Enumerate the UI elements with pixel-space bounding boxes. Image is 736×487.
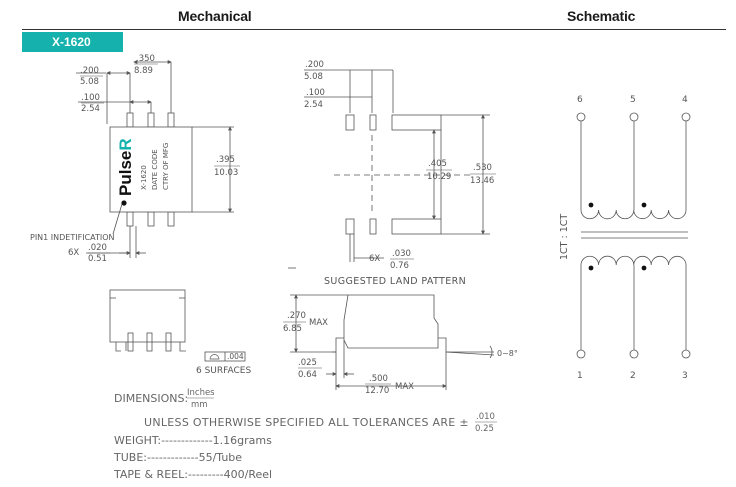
polarity-dot-lower-2 <box>641 265 647 271</box>
pin1-dot <box>121 200 127 206</box>
fv-max-1: MAX <box>309 318 328 328</box>
body-date-code: DATE CODE <box>151 149 159 190</box>
dimensions-label: DIMENSIONS: <box>114 392 188 405</box>
unit-inches: Inches <box>187 388 215 398</box>
fv-dim-685-mm: 6.85 <box>283 324 302 334</box>
pin-3-label: 3 <box>682 371 688 381</box>
fv-dim-064-mm: 0.64 <box>298 370 317 380</box>
polarity-dot-upper-1 <box>588 202 594 208</box>
pin-4-label: 4 <box>682 95 688 105</box>
lp-dim-508-mm: 5.08 <box>304 72 323 82</box>
pin-2-label: 2 <box>630 371 636 381</box>
lp-dim-200-in: .200 <box>305 60 324 70</box>
top-view <box>76 60 234 258</box>
reel-spec: TAPE & REEL:---------400/Reel <box>113 468 272 481</box>
dim-889-mm: 8.89 <box>134 66 153 76</box>
dim-1003-mm: 10.03 <box>214 168 238 178</box>
lp-dim-530-in: .530 <box>473 163 492 173</box>
dim-395-in: .395 <box>216 155 235 165</box>
mechanical-header: Mechanical <box>178 8 252 24</box>
lp-dim-405-in: .405 <box>428 159 447 169</box>
lp-pin-count: 6X <box>369 254 380 264</box>
dim-100-in: .100 <box>81 93 100 103</box>
fv-dim-025-in: .025 <box>298 358 317 368</box>
part-number-badge: X-1620 <box>22 32 123 52</box>
tolerance-mm: 0.25 <box>475 424 494 434</box>
tube-spec: TUBE:-------------55/Tube <box>113 451 242 464</box>
weight-spec: WEIGHT:-------------1.16grams <box>114 434 272 447</box>
schematic-labels: 6 5 4 1 2 3 1CT : 1CT <box>559 95 688 381</box>
dim-051-mm: 0.51 <box>88 254 107 264</box>
fv-dim-270-in: .270 <box>287 311 306 321</box>
schematic-header: Schematic <box>567 8 636 24</box>
pulse-logo: PulseR <box>116 138 135 196</box>
front-view-dimensions: .270 6.85 MAX .025 0.64 .500 12.70 MAX 0… <box>283 311 518 396</box>
fv-angle: 0~8° <box>497 349 518 358</box>
tolerance-inches: .010 <box>476 412 495 422</box>
lp-dim-030-in: .030 <box>392 249 411 259</box>
lp-dim-076-mm: 0.76 <box>390 261 409 271</box>
header-rule <box>22 29 726 30</box>
lp-dim-254-mm: 2.54 <box>304 100 323 110</box>
pin1-label: PIN1 INDETIFICATION <box>30 233 115 242</box>
pin-1-label: 1 <box>577 371 583 381</box>
body-markings: PulseR X-1620 DATE CODE CTRY OF MFG <box>116 138 170 196</box>
tolerance-text: UNLESS OTHERWISE SPECIFIED ALL TOLERANCE… <box>144 416 469 429</box>
lp-dim-100-in: .100 <box>306 88 325 98</box>
polarity-dot-upper-2 <box>641 202 647 208</box>
land-pattern <box>304 69 490 262</box>
pin-5-label: 5 <box>630 95 636 105</box>
land-pattern-dimensions: .200 5.08 .100 2.54 .405 10.29 .530 13.4… <box>288 60 496 287</box>
dim-254-mm: 2.54 <box>81 104 100 114</box>
dim-508-mm: 5.08 <box>80 77 99 87</box>
fv-dim-1270-mm: 12.70 <box>365 386 389 396</box>
surfaces-label: 6 SURFACES <box>196 366 251 376</box>
notes: DIMENSIONS: Inches mm UNLESS OTHERWISE S… <box>113 388 497 481</box>
fv-max-2: MAX <box>395 382 414 392</box>
schematic <box>576 112 691 359</box>
coplanarity-value: .004 <box>227 352 244 361</box>
dim-350-in: .350 <box>136 54 155 64</box>
top-view-dimensions: .200 5.08 .350 8.89 .100 2.54 .395 10.03… <box>30 54 240 264</box>
front-view <box>290 294 495 390</box>
pin-6-label: 6 <box>577 95 583 105</box>
lp-dim-1346-mm: 13.46 <box>470 176 494 186</box>
land-pattern-title: SUGGESTED LAND PATTERN <box>324 276 466 287</box>
body-country: CTRY OF MFG <box>162 143 170 190</box>
polarity-dot-lower-1 <box>588 265 594 271</box>
dim-200-in: .200 <box>80 66 99 76</box>
side-view <box>109 289 246 362</box>
turns-ratio: 1CT : 1CT <box>559 214 570 260</box>
fv-dim-500-in: .500 <box>369 374 388 384</box>
unit-mm: mm <box>191 400 208 410</box>
pin-count: 6X <box>68 248 79 258</box>
body-part-number: X-1620 <box>140 165 148 190</box>
side-view-labels: .004 6 SURFACES <box>196 352 251 376</box>
lp-dim-1029-mm: 10.29 <box>427 172 451 182</box>
dim-020-in: .020 <box>88 243 107 253</box>
